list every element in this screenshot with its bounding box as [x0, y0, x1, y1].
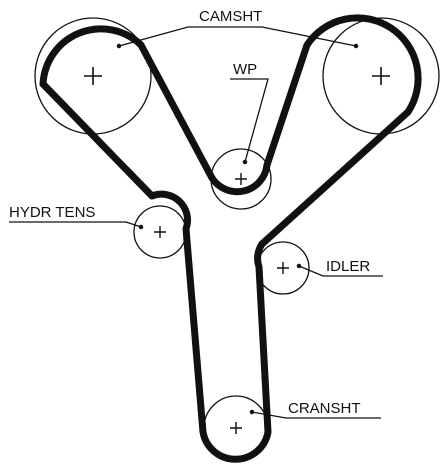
timing-belt [39, 14, 422, 463]
water-pump-pulley-outline [210, 148, 272, 210]
water-pump-leader [230, 78, 269, 163]
crosshair-icon [372, 67, 390, 85]
crankshaft-pulley-outline [203, 395, 269, 461]
crosshair-icon [230, 422, 242, 434]
crankshaft-leader-dot [249, 409, 255, 415]
hydraulic-tensioner-label: HYDR TENS [9, 204, 95, 221]
idler-leader-dot [296, 263, 302, 269]
crosshair-icon [154, 226, 166, 238]
camshaft-leader-left [118, 26, 262, 47]
water-pump-pulley [210, 148, 272, 210]
idler-pulley-outline [256, 241, 310, 295]
water-pump-label: WP [233, 61, 257, 78]
hydraulic-tensioner-leader-dot [138, 224, 144, 230]
left-camshaft-pulley-outline [34, 17, 152, 135]
idler-label: IDLER [326, 258, 370, 275]
crankshaft-pulley [203, 395, 269, 461]
camshaft-leader-dot-right [353, 43, 359, 49]
right-camshaft-pulley [322, 17, 440, 135]
hydraulic-tensioner-pulley [133, 205, 187, 259]
water-pump-leader-dot [242, 159, 248, 165]
hydraulic-tensioner-leader [9, 221, 142, 228]
left-camshaft-pulley [34, 17, 152, 135]
crosshair-icon [277, 262, 289, 274]
camshaft-leader-right [261, 26, 357, 47]
leader-lines [9, 26, 383, 419]
crosshair-icon [84, 67, 102, 85]
hydraulic-tensioner-pulley-outline [133, 205, 187, 259]
idler-pulley [256, 241, 310, 295]
crosshair-icon [235, 173, 247, 185]
right-camshaft-pulley-outline [322, 17, 440, 135]
camshaft-label: CAMSHT [199, 8, 262, 25]
idler-leader [298, 265, 383, 277]
camshaft-leader-dot-left [116, 43, 122, 49]
crankshaft-label: CRANSHT [288, 400, 361, 417]
crankshaft-leader [251, 411, 381, 419]
